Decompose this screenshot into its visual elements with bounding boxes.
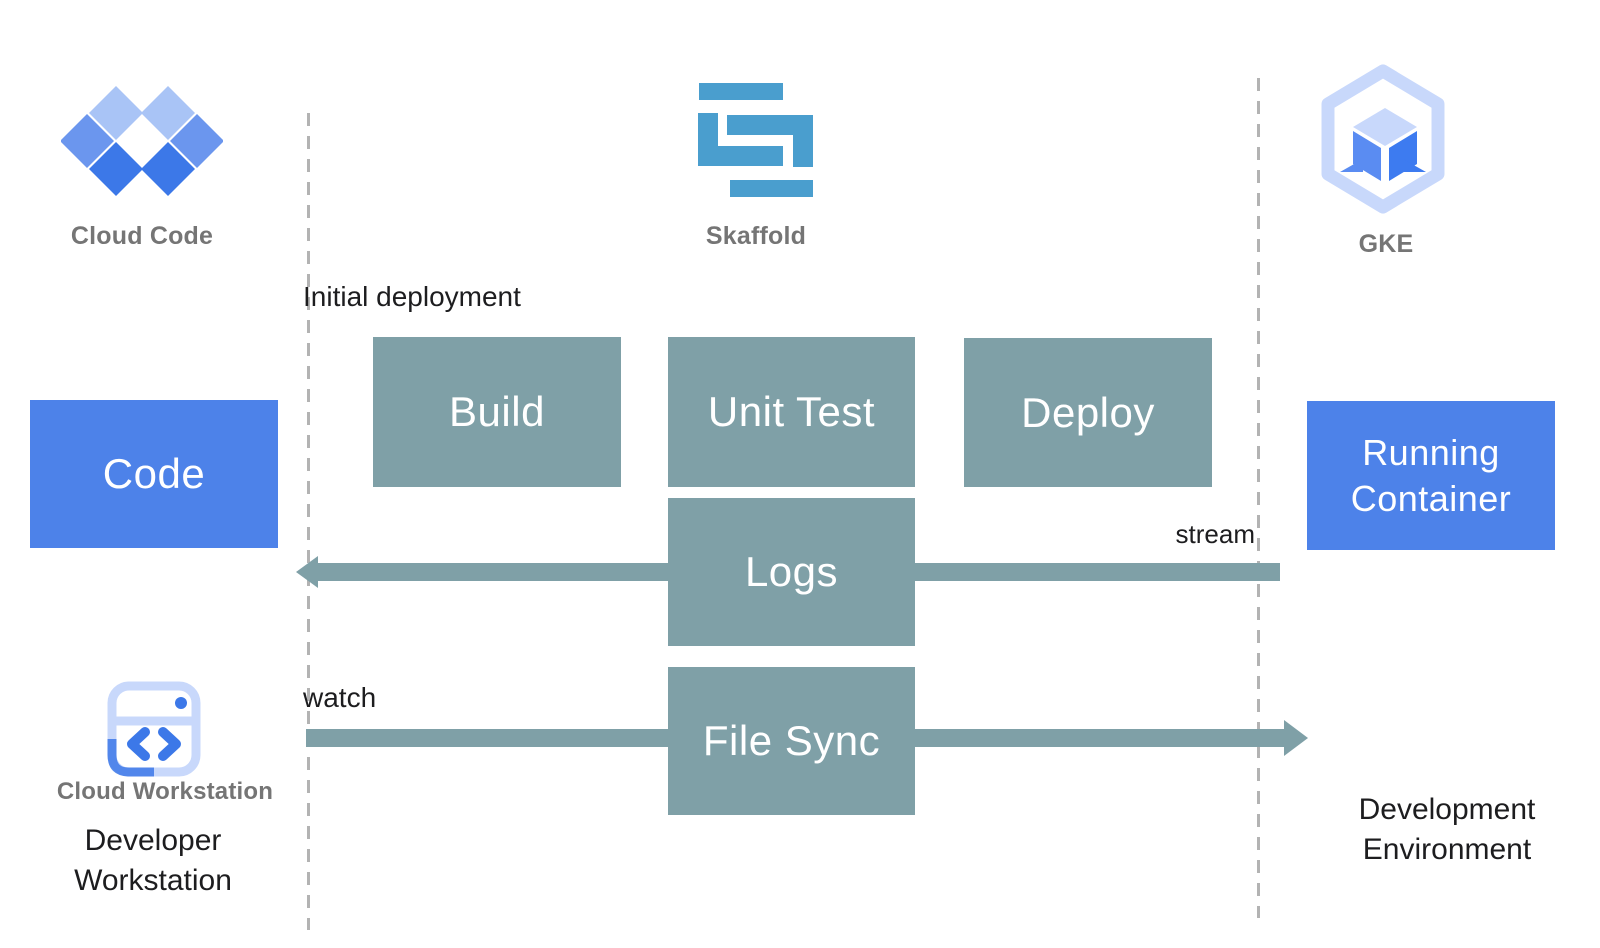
gke-icon (1321, 64, 1445, 214)
skaffold-label: Skaffold (705, 222, 807, 250)
lane-divider-left (307, 113, 310, 930)
cloud-code-icon (60, 85, 224, 197)
code-node: Code (30, 400, 278, 548)
lane-divider-right (1257, 78, 1260, 918)
file-sync-node: File Sync (668, 667, 915, 815)
logs-arrow-right-bar (915, 563, 1280, 581)
build-node-label: Build (449, 388, 545, 435)
deploy-node-label: Deploy (1021, 388, 1155, 436)
build-node: Build (373, 337, 621, 487)
running-container-node: Running Container (1307, 401, 1555, 550)
stream-label: stream (1175, 519, 1255, 549)
development-environment-label: Development Environment (1358, 793, 1536, 866)
logs-arrow-left-bar (317, 563, 668, 581)
file-sync-node-label: File Sync (702, 717, 881, 764)
cloud-workstation-label: Cloud Workstation (56, 778, 274, 805)
watch-label: watch (303, 682, 377, 713)
file-sync-arrow-left-bar (306, 729, 668, 747)
cloud-workstation-icon (106, 681, 202, 777)
skaffold-icon (698, 83, 813, 197)
unit-test-node: Unit Test (668, 337, 915, 487)
unit-test-node-label: Unit Test (707, 388, 876, 435)
logs-arrowhead-left-icon (296, 556, 318, 588)
file-sync-arrowhead-right-icon (1284, 720, 1308, 756)
deploy-node: Deploy (964, 338, 1212, 487)
file-sync-arrow-right-bar (915, 729, 1285, 747)
code-node-label: Code (102, 450, 206, 497)
logs-node: Logs (668, 498, 915, 646)
gke-label: GKE (1358, 230, 1414, 258)
cloud-code-label: Cloud Code (70, 222, 214, 250)
initial-deployment-label: Initial deployment (303, 281, 521, 312)
developer-workstation-label: Developer Workstation (74, 824, 232, 897)
logs-node-label: Logs (744, 548, 839, 595)
running-container-node-label: Running Container (1350, 431, 1512, 519)
